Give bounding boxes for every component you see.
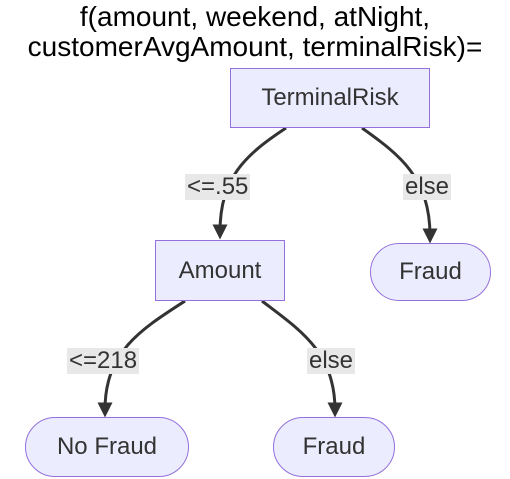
- node-terminalrisk[interactable]: TerminalRisk: [230, 68, 430, 128]
- diagram-title-line-1: f(amount, weekend, atNight,: [79, 1, 431, 32]
- edge-amount-to-no-fraud: [97, 299, 186, 418]
- node-fraud-right[interactable]: Fraud: [370, 243, 491, 301]
- node-no-fraud-label: No Fraud: [56, 433, 158, 460]
- edge-terminalrisk-to-amount: [212, 126, 287, 240]
- edge-label-amount-else: else: [307, 347, 356, 374]
- edge-label-amount-le: <=218: [67, 347, 140, 374]
- node-fraud-bottom[interactable]: Fraud: [273, 417, 395, 477]
- edge-label-terminalrisk-else: else: [403, 173, 452, 200]
- node-fraud-right-label: Fraud: [399, 258, 462, 285]
- node-fraud-bottom-label: Fraud: [302, 433, 366, 460]
- node-amount[interactable]: Amount: [155, 240, 285, 301]
- node-no-fraud[interactable]: No Fraud: [25, 417, 189, 477]
- edge-terminalrisk-to-fraud: [361, 126, 438, 244]
- diagram-title-line-2: customerAvgAmount, terminalRisk)=: [27, 31, 483, 62]
- node-terminalrisk-label: TerminalRisk: [261, 84, 399, 111]
- node-amount-label: Amount: [178, 256, 262, 284]
- edge-label-terminalrisk-le: <=.55: [185, 173, 251, 200]
- edge-amount-to-fraud: [261, 299, 343, 418]
